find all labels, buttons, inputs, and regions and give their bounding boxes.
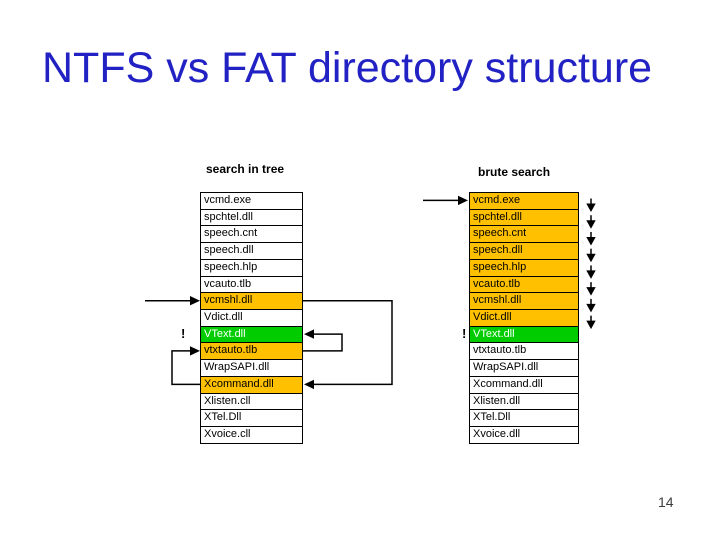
file-row: Xvoice.cll <box>201 427 302 443</box>
file-row: vcauto.tlb <box>201 276 302 294</box>
found-marker-left: ! <box>181 326 186 341</box>
brute-step-arrow <box>586 298 596 313</box>
file-row: VText.dll <box>470 326 578 344</box>
file-row: vcauto.tlb <box>470 276 578 294</box>
connector-vtxtauto-to-vtext <box>303 329 343 352</box>
file-row: vtxtauto.tlb <box>470 343 578 361</box>
brute-step-arrow <box>586 198 596 212</box>
file-row: XTel.Dll <box>201 410 302 428</box>
file-row: spchtel.dll <box>201 209 302 227</box>
file-row: WrapSAPI.dll <box>201 360 302 377</box>
brute-step-arrow <box>586 248 596 263</box>
file-row: Xcommand.dll <box>470 376 578 394</box>
brute-step-arrow <box>586 231 596 246</box>
connector-vcmshl-to-xcommand <box>303 299 393 390</box>
file-row: XTel.Dll <box>470 410 578 428</box>
file-row: speech.cnt <box>470 226 578 244</box>
file-row: speech.dll <box>470 243 578 260</box>
brute-step-arrows <box>586 198 596 330</box>
file-row: Vdict.dll <box>201 310 302 327</box>
file-row: Xlisten.cll <box>201 393 302 411</box>
file-row: Xvoice.dll <box>470 427 578 443</box>
file-row: speech.hlp <box>470 259 578 277</box>
file-row: vtxtauto.tlb <box>201 343 302 361</box>
brute-step-arrow <box>586 315 596 330</box>
connector-xcommand-to-vtxtauto <box>171 346 200 386</box>
file-row: vcmd.exe <box>201 193 302 210</box>
file-row: Xcommand.dll <box>201 376 302 394</box>
page-number: 14 <box>658 494 674 510</box>
right-panel-header: brute search <box>478 165 551 179</box>
file-row: Vdict.dll <box>470 310 578 327</box>
file-row: speech.cnt <box>201 226 302 244</box>
brute-step-arrow <box>586 282 596 296</box>
tree-search-entry-arrow <box>145 296 200 306</box>
file-row: WrapSAPI.dll <box>470 360 578 377</box>
file-row: vcmshl.dll <box>470 293 578 311</box>
file-row: speech.dll <box>201 243 302 260</box>
left-panel-header: search in tree <box>206 162 285 176</box>
file-row: spchtel.dll <box>470 209 578 227</box>
file-row: vcmd.exe <box>470 193 578 210</box>
brute-search-entry-arrow <box>423 195 468 206</box>
brute-step-arrow <box>586 265 596 279</box>
slide-title: NTFS vs FAT directory structure <box>42 44 653 92</box>
file-row: speech.hlp <box>201 259 302 277</box>
file-row: vcmshl.dll <box>201 293 302 311</box>
file-row: Xlisten.dll <box>470 393 578 411</box>
file-row: VText.dll <box>201 326 302 344</box>
found-marker-right: ! <box>462 326 467 341</box>
brute-step-arrow <box>586 215 596 229</box>
